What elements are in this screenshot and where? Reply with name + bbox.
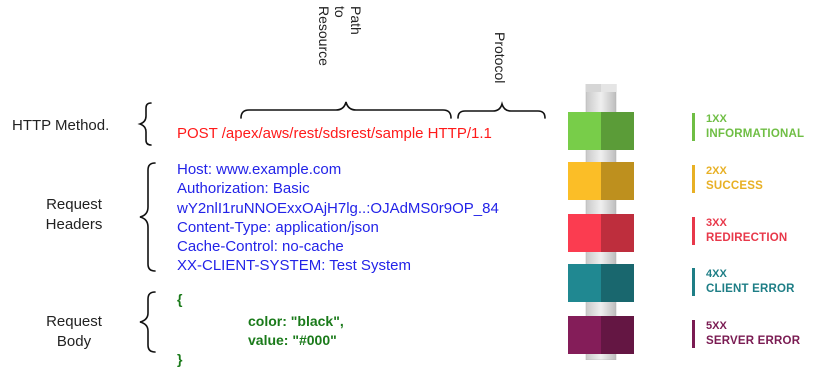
status-cube-2xx — [568, 162, 634, 200]
status-name: INFORMATIONAL — [706, 128, 805, 140]
status-cube-3xx — [568, 214, 634, 252]
status-cube-5xx — [568, 316, 634, 354]
status-name: REDIRECTION — [706, 232, 788, 244]
header-line: Authorization: Basic — [177, 180, 310, 198]
protocol-brace — [457, 101, 546, 119]
status-name: SUCCESS — [706, 180, 763, 192]
request-method: POST — [177, 125, 218, 142]
status-bar — [692, 113, 695, 141]
status-code: 2XX — [706, 165, 727, 177]
body-open: { — [177, 291, 183, 307]
body-line: value: "#000" — [248, 332, 337, 348]
header-line: Cache-Control: no-cache — [177, 238, 344, 256]
status-code: 4XX — [706, 268, 727, 280]
status-bar — [692, 217, 695, 245]
body-line: color: "black", — [248, 313, 344, 329]
request-line: POST /apex/aws/rest/sdsrest/sample HTTP/… — [177, 125, 492, 143]
path-to-resource-label: Path to Resource — [316, 6, 364, 66]
status-bar — [692, 165, 695, 193]
status-cube-4xx — [568, 264, 634, 302]
request-protocol: HTTP/1.1 — [427, 125, 492, 142]
status-tower — [568, 84, 634, 360]
status-cube-1xx — [568, 112, 634, 150]
path-brace — [240, 101, 452, 119]
headers-brace — [139, 162, 156, 272]
request-body-label: Request Body — [46, 313, 102, 350]
status-bar — [692, 268, 695, 296]
status-name: CLIENT ERROR — [706, 283, 795, 295]
request-path: /apex/aws/rest/sdsrest/sample — [221, 125, 424, 142]
body-brace — [139, 291, 156, 353]
request-headers-label: Request Headers — [45, 196, 103, 233]
status-code: 3XX — [706, 217, 727, 229]
status-code: 1XX — [706, 113, 727, 125]
status-name: SERVER ERROR — [706, 335, 801, 347]
header-line: Content-Type: application/json — [177, 218, 379, 236]
header-line: XX-CLIENT-SYSTEM: Test System — [177, 257, 411, 275]
method-brace — [137, 102, 152, 146]
header-line: wY2nlI1ruNNOExxOAjH7lg..:OJAdMS0r9OP_84 — [177, 199, 499, 217]
status-code: 5XX — [706, 320, 727, 332]
request-headers: Host: www.example.com Authorization: Bas… — [177, 160, 523, 276]
protocol-label: Protocol — [492, 32, 508, 84]
body-close: } — [177, 351, 183, 367]
http-method-label: HTTP Method. — [12, 117, 110, 134]
status-bar — [692, 320, 695, 348]
header-line: Host: www.example.com — [177, 161, 342, 178]
